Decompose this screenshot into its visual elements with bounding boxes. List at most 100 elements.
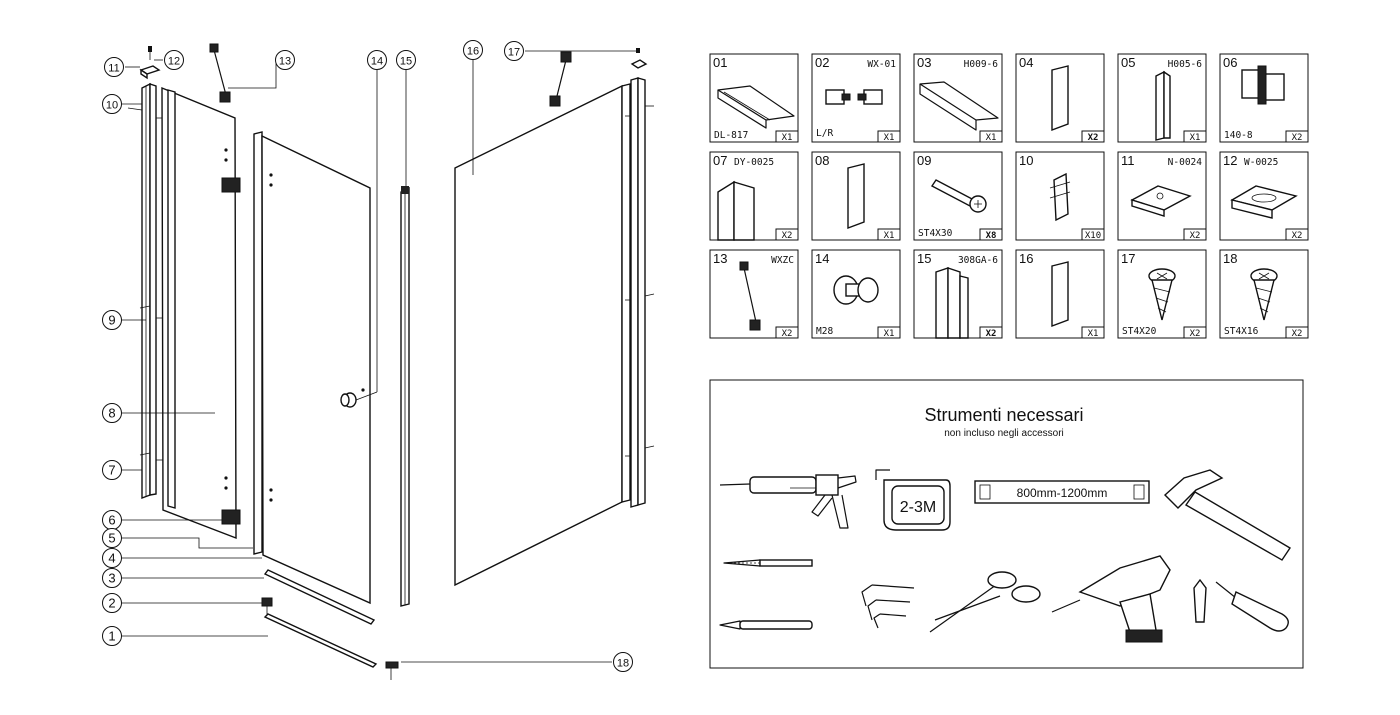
- glass-panel-icon: [1051, 261, 1069, 328]
- callout-4: 4: [102, 548, 122, 568]
- part-code: DL-817: [714, 130, 748, 141]
- level-label: 800mm-1200mm: [1017, 486, 1108, 500]
- rail-profile-icon: [919, 81, 999, 131]
- part-code: ST4X16: [1224, 326, 1259, 337]
- part-number: 04: [1019, 55, 1033, 70]
- callout-number: 13: [279, 56, 291, 68]
- quantity-text: X2: [986, 329, 997, 339]
- knob-icon: [833, 275, 879, 305]
- quantity-text: X2: [1190, 329, 1201, 339]
- quantity-text: X1: [884, 231, 895, 241]
- seal-profile-15: [400, 186, 410, 607]
- part-code: H005-6: [1168, 59, 1203, 70]
- quantity-text: X1: [1088, 329, 1099, 339]
- quantity-badge: X1: [877, 326, 901, 339]
- tape-label: 2-3M: [900, 499, 936, 516]
- callout-14: 14: [367, 50, 387, 70]
- quantity-badge: X1: [1183, 130, 1207, 143]
- part-code: M28: [816, 326, 833, 337]
- part-number: 05: [1121, 55, 1135, 70]
- callout-12: 12: [164, 50, 184, 70]
- callout-17: 17: [504, 41, 524, 61]
- part-number: 09: [917, 153, 931, 168]
- quantity-text: X2: [1292, 231, 1303, 241]
- panel-strip-icon: [1051, 65, 1069, 132]
- wall-plug-icon: [1049, 172, 1071, 222]
- quantity-badge: X2: [1285, 326, 1309, 339]
- callout-number: 18: [617, 658, 629, 670]
- power-drill-icon: [1051, 555, 1171, 643]
- callout-number: 5: [108, 531, 115, 546]
- part-number: 15: [917, 251, 931, 266]
- hex-keys-icon: [861, 584, 915, 629]
- callout-6: 6: [102, 510, 122, 530]
- quantity-badge: X2: [1183, 326, 1207, 339]
- part-code: W-0025: [1244, 157, 1278, 168]
- callout-7: 7: [102, 460, 122, 480]
- tape-measure-icon: 2-3M: [875, 469, 951, 531]
- bottom-rail-3: [263, 569, 376, 625]
- part-number: 02: [815, 55, 829, 70]
- quantity-text: X2: [1190, 231, 1201, 241]
- caulking-gun-icon: [719, 474, 857, 529]
- quantity-text: X2: [1292, 133, 1303, 143]
- part-variant: L/R: [816, 128, 833, 139]
- quantity-text: X2: [782, 329, 793, 339]
- support-bar-icon: [739, 261, 761, 331]
- drill-bit-icon: [723, 559, 813, 567]
- part-number: 10: [1019, 153, 1033, 168]
- callout-number: 11: [108, 63, 119, 75]
- side-panel-16: [454, 83, 631, 587]
- callout-15: 15: [396, 50, 416, 70]
- support-bar-top-left: [209, 43, 231, 103]
- callout-number: 8: [108, 406, 115, 421]
- quantity-text: X2: [1088, 133, 1099, 143]
- quantity-text: X10: [1085, 231, 1101, 241]
- bottom-screw-18: [385, 661, 399, 680]
- part-code: WXZC: [771, 255, 794, 266]
- callout-13: 13: [275, 50, 295, 70]
- callout-1: 1: [102, 626, 122, 646]
- part-number: 08: [815, 153, 829, 168]
- screw-icon: [930, 179, 987, 213]
- part-number: 06: [1223, 55, 1237, 70]
- callout-11: 11: [104, 57, 124, 77]
- tools-title: Strumenti necessari: [924, 405, 1083, 425]
- quantity-text: X8: [986, 231, 997, 241]
- part-number: 13: [713, 251, 727, 266]
- wall-profile-right: [625, 48, 655, 508]
- screwdriver-icon: [1193, 578, 1289, 632]
- part-code: DY-0025: [734, 157, 774, 168]
- part-number: 11: [1121, 153, 1135, 168]
- callout-number: 2: [108, 596, 115, 611]
- callout-5: 5: [102, 528, 122, 548]
- callout-number: 9: [108, 313, 115, 328]
- callout-3: 3: [102, 568, 122, 588]
- callout-number: 6: [108, 513, 115, 528]
- part-code: ST4X20: [1122, 326, 1157, 337]
- wall-profile-left: [127, 82, 164, 500]
- callout-number: 4: [108, 551, 115, 566]
- hammer-icon: [1163, 469, 1291, 561]
- support-bar-right: [549, 51, 572, 107]
- hinge-pair-icon: [825, 89, 883, 105]
- callout-number: 10: [106, 100, 118, 112]
- part-number: 03: [917, 55, 931, 70]
- quantity-badge: X2: [1081, 130, 1105, 143]
- tools-subtitle: non incluso negli accessori: [944, 428, 1064, 439]
- quantity-text: X1: [884, 133, 895, 143]
